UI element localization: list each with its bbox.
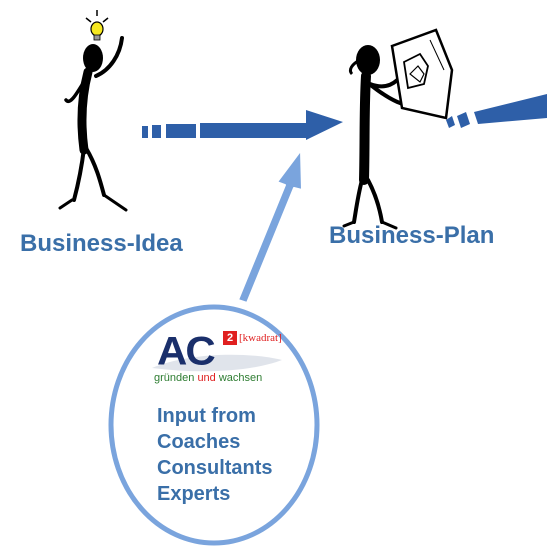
- input-to-process-arrow: [237, 149, 303, 304]
- logo-tagline-part2: und: [197, 372, 216, 384]
- lightbulb-icon: [85, 10, 109, 41]
- logo-letters: AC: [157, 328, 216, 373]
- logo-bracket-text: [kwadrat]: [239, 332, 282, 344]
- logo-tagline-part1: gründen: [154, 372, 198, 384]
- business-idea-label: Business-Idea: [20, 230, 183, 257]
- input-sources-list: Input from Coaches Consultants Experts: [157, 403, 273, 507]
- plan-to-next-arrow: [446, 94, 547, 128]
- plan-stick-figure-icon: [342, 28, 454, 230]
- logo-tagline: gründen und wachsen: [154, 373, 262, 384]
- business-plan-label: Business-Plan: [329, 222, 495, 249]
- logo-swoosh: [152, 354, 282, 372]
- logo-tagline-part3: wachsen: [215, 372, 263, 384]
- input-line-coaches: Coaches: [157, 431, 241, 453]
- input-line-consultants: Consultants: [157, 457, 273, 479]
- idea-stick-figure-icon: [58, 36, 128, 212]
- idea-to-plan-arrow: [142, 110, 343, 140]
- input-line-experts: Experts: [157, 483, 231, 505]
- logo-superscript: 2: [223, 331, 237, 345]
- input-line-heading: Input from: [157, 405, 256, 427]
